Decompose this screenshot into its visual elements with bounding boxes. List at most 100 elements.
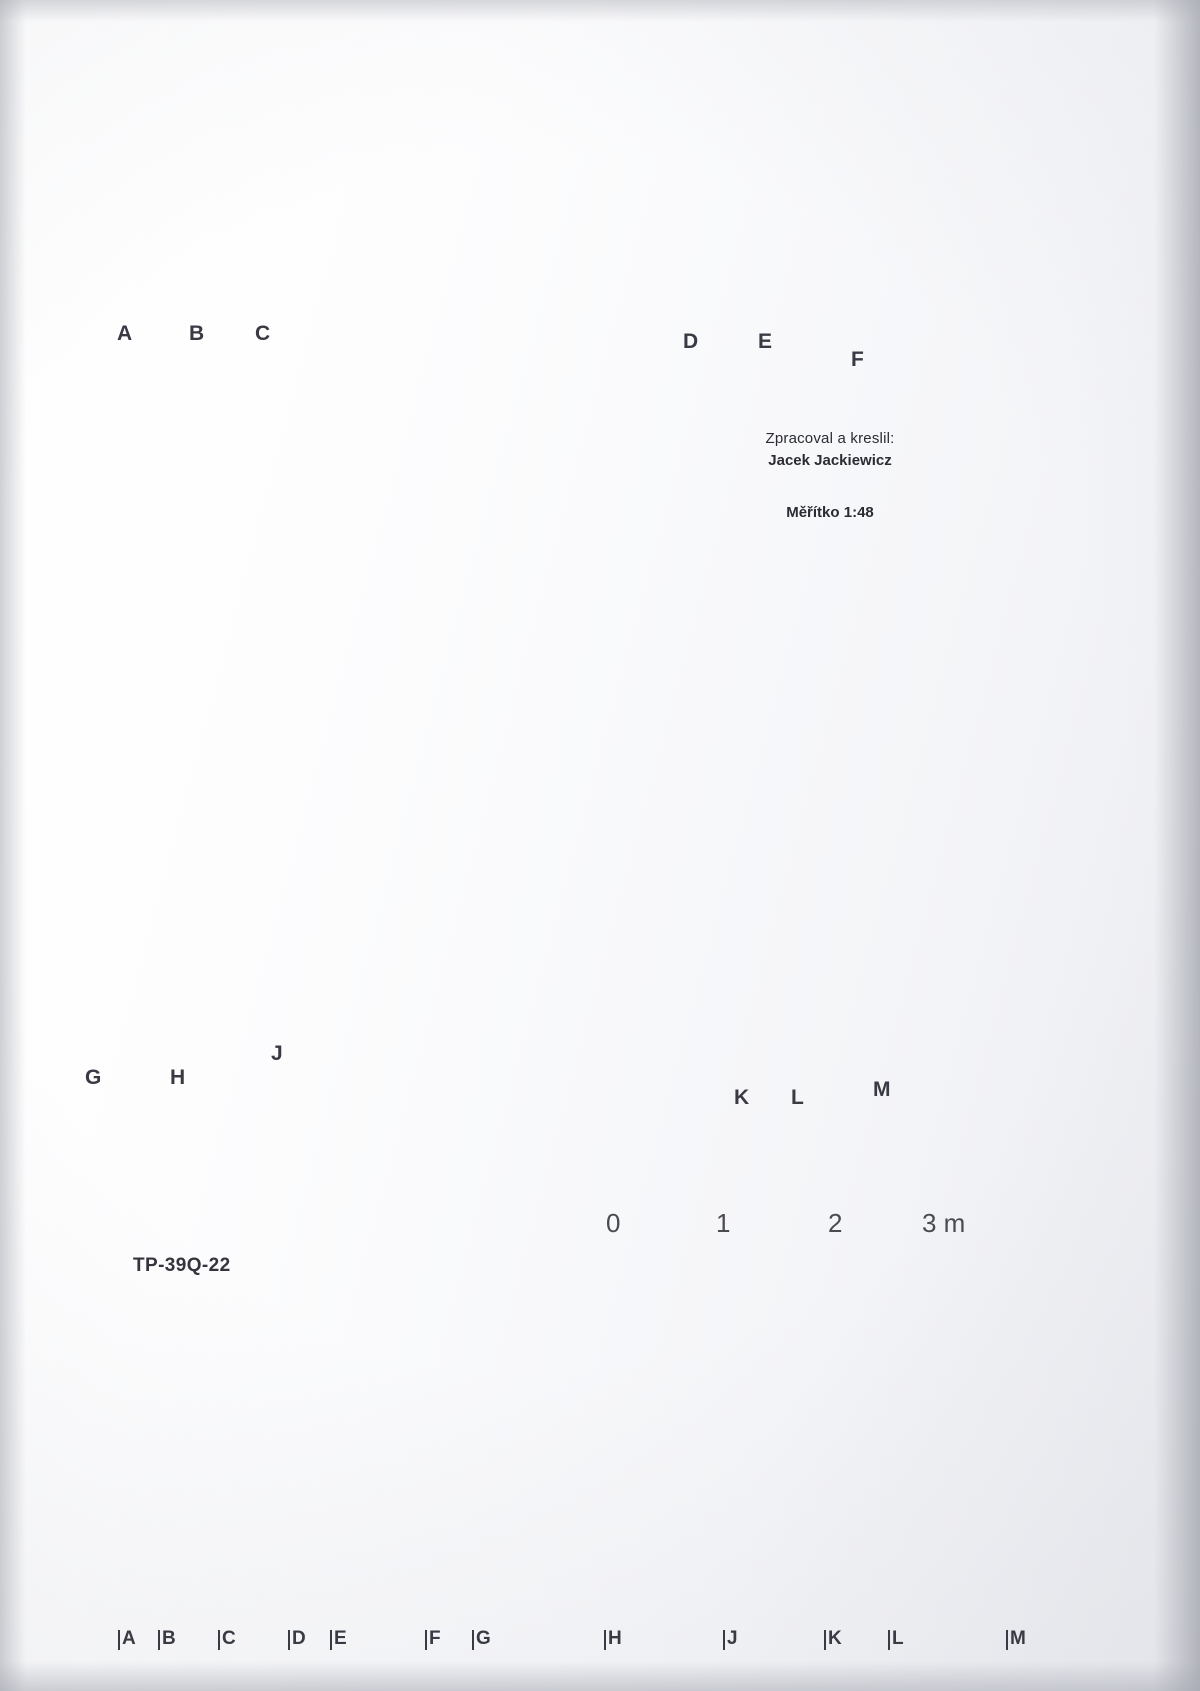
section-label-k: K — [734, 1086, 750, 1109]
station-tick-m: M — [1006, 1628, 1026, 1650]
cross-section-b — [195, 150, 257, 328]
side-view — [55, 1181, 1084, 1611]
cross-section-d — [747, 108, 801, 360]
station-tick-label: H — [608, 1628, 622, 1649]
side-radiator-scoop — [559, 1363, 727, 1419]
station-tick-mark — [824, 1630, 826, 1650]
section-label-h: H — [170, 1066, 186, 1089]
wing-shade-upper — [398, 513, 615, 560]
section-label-b: B — [189, 322, 205, 345]
cross-section-l — [797, 938, 843, 1082]
station-tick-g: G — [472, 1628, 491, 1650]
station-tick-e: E — [330, 1628, 347, 1650]
section-label-a: A — [117, 322, 133, 345]
plan-leader-line — [317, 1109, 402, 1123]
section-label-l: L — [791, 1086, 804, 1109]
cross-section-k — [740, 938, 771, 1082]
cross-section-j — [239, 838, 327, 1042]
station-tick-label: A — [122, 1628, 136, 1649]
section-label-c: C — [255, 322, 271, 345]
station-tick-label: E — [334, 1628, 347, 1649]
plan-stabiliser-lower — [899, 656, 1036, 852]
station-tick-label: B — [162, 1628, 176, 1649]
station-tick-c: C — [218, 1628, 236, 1650]
credit-line: Zpracoval a kreslil: — [765, 430, 895, 447]
plan-canopy — [193, 596, 353, 681]
station-tick-mark — [330, 1630, 332, 1650]
type-designation: TP-39Q-22 — [133, 1255, 231, 1276]
side-landing-gear — [361, 1375, 563, 1611]
cross-section-group-ghj — [70, 830, 330, 1062]
station-tick-label: C — [222, 1628, 236, 1649]
station-tick-mark — [218, 1630, 220, 1650]
plan-center-structures — [465, 587, 643, 685]
cross-section-f — [911, 112, 961, 372]
side-exhaust-row — [470, 1321, 591, 1345]
plan-stab-upper-hinges — [967, 422, 1031, 546]
plan-wing-panels — [427, 74, 553, 1177]
wing-shade-lower — [398, 688, 614, 740]
plan-spinner — [52, 621, 102, 653]
plan-port-row-lower — [423, 731, 452, 920]
cross-section-h — [157, 840, 211, 1062]
station-tick-label: L — [892, 1628, 904, 1649]
plan-fuselage-outline — [52, 562, 1079, 708]
station-tick-h: H — [604, 1628, 622, 1650]
station-tick-mark — [888, 1630, 890, 1650]
plan-wing-outline — [397, 41, 638, 1233]
plan-fuselage-panels — [583, 595, 755, 669]
side-cockpit-door — [253, 1294, 331, 1357]
side-canopy — [203, 1247, 479, 1323]
section-label-e: E — [758, 330, 773, 353]
section-label-m: M — [873, 1078, 891, 1101]
station-tick-mark — [1006, 1630, 1008, 1650]
station-tick-label: D — [292, 1628, 306, 1649]
side-panels — [129, 1273, 965, 1443]
side-gear-bay — [389, 1399, 601, 1473]
station-tick-mark — [604, 1630, 606, 1650]
plan-exhaust-stubs-upper — [473, 559, 607, 577]
cross-section-g — [92, 830, 149, 1062]
station-tick-mark — [723, 1630, 725, 1650]
station-tick-l: L — [888, 1628, 904, 1650]
station-tick-label: G — [476, 1628, 491, 1649]
station-tick-j: J — [723, 1628, 738, 1650]
plan-aileron-hinges — [543, 93, 587, 293]
station-tick-f: F — [425, 1628, 441, 1650]
station-tick-mark — [472, 1630, 474, 1650]
station-tick-label: F — [429, 1628, 441, 1649]
scale-note: Měřítko 1:48 — [786, 504, 874, 521]
station-tick-mark — [288, 1630, 290, 1650]
section-label-d: D — [683, 330, 699, 353]
station-tick-mark — [425, 1630, 427, 1650]
plan-tail-detail — [911, 613, 1041, 659]
scale-tick-0: 0 — [606, 1208, 621, 1238]
station-tick-b: B — [158, 1628, 176, 1650]
cross-section-group-def — [670, 108, 961, 372]
station-tick-d: D — [288, 1628, 306, 1650]
cross-section-group-klm — [712, 822, 930, 1082]
cross-section-c — [261, 150, 323, 328]
plan-view — [52, 41, 1079, 1233]
author-name: Jacek Jackiewicz — [768, 452, 892, 469]
section-label-g: G — [85, 1066, 102, 1089]
station-tick-mark — [118, 1630, 120, 1650]
cross-section-a — [80, 173, 330, 320]
section-label-f: F — [851, 348, 864, 371]
station-tick-mark — [158, 1630, 160, 1650]
scale-bar — [611, 1247, 949, 1266]
scale-tick-3m: 3 m — [922, 1208, 966, 1238]
station-tick-a: A — [118, 1628, 136, 1650]
cross-section-e — [825, 108, 879, 360]
side-spinner — [55, 1315, 112, 1365]
cross-section-group-abc — [80, 150, 330, 328]
scale-tick-1: 1 — [716, 1208, 731, 1238]
station-tick-label: K — [828, 1628, 842, 1649]
station-tick-label: J — [727, 1628, 738, 1649]
cross-section-m — [878, 822, 887, 1076]
plan-stab-lower-hinges — [967, 710, 1031, 834]
station-tick-k: K — [824, 1628, 842, 1650]
scale-tick-2: 2 — [828, 1208, 843, 1238]
